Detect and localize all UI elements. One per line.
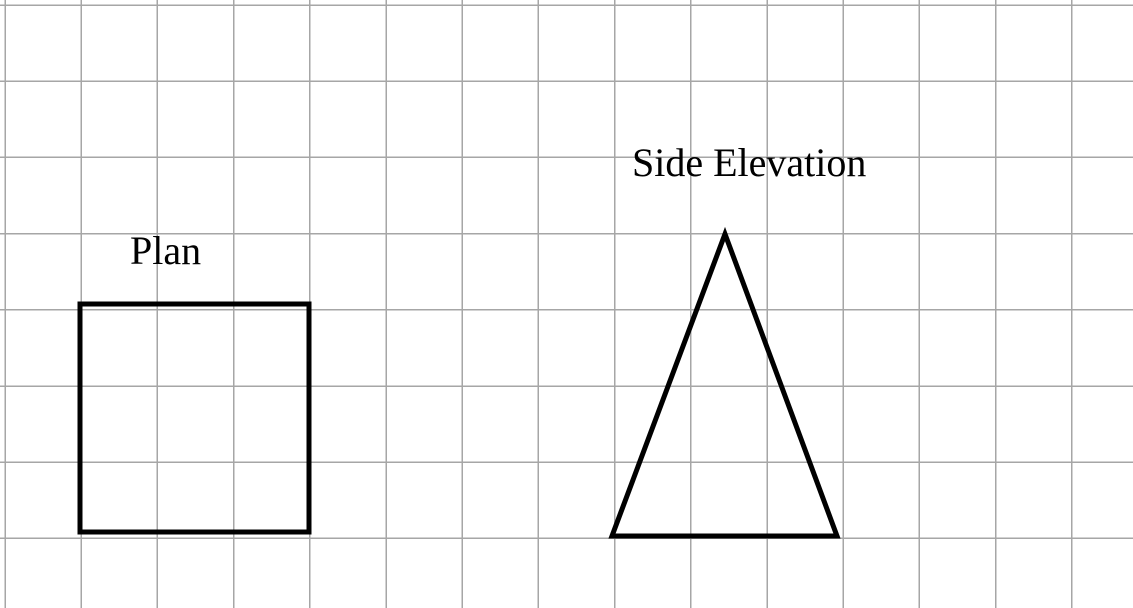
side-elevation-label: Side Elevation bbox=[632, 140, 866, 185]
side-elevation-triangle bbox=[608, 226, 841, 539]
plan-square bbox=[77, 301, 312, 535]
plan-label: Plan bbox=[130, 228, 201, 273]
